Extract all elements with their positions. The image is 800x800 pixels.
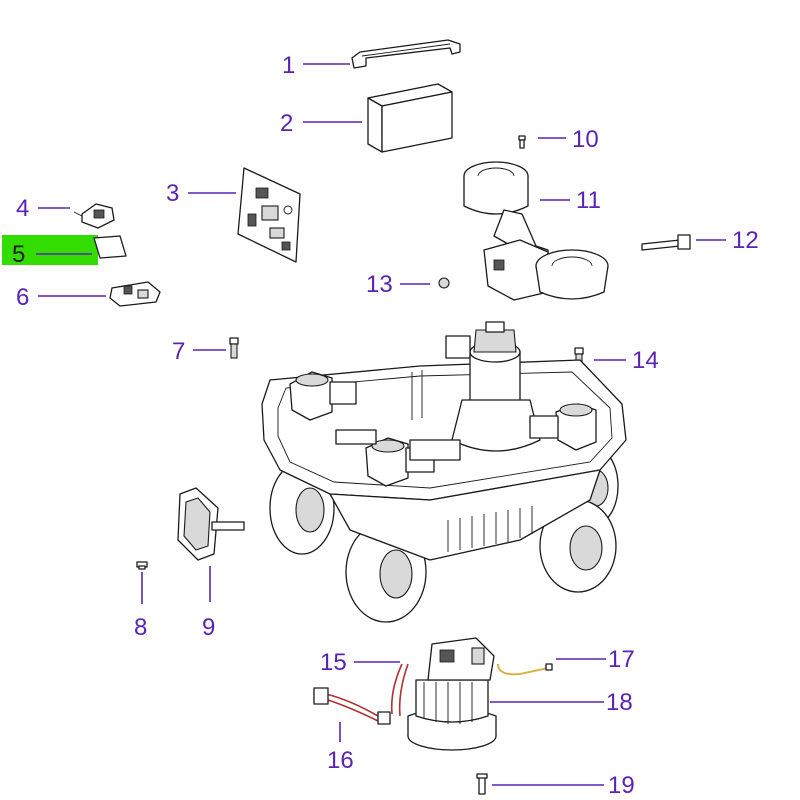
part-15-cable[interactable] xyxy=(390,663,409,717)
motor-mount-rl xyxy=(289,371,357,421)
callout-16[interactable]: 16 xyxy=(327,747,354,774)
part-1-handle[interactable] xyxy=(351,39,461,69)
part-7-screw[interactable] xyxy=(229,337,239,359)
callout-10[interactable]: 10 xyxy=(572,126,599,153)
callout-18[interactable]: 18 xyxy=(606,689,633,716)
motor-mount-rr xyxy=(445,335,471,359)
part-2-battery[interactable] xyxy=(367,83,453,153)
part-8-pin[interactable] xyxy=(136,561,148,570)
part-4-sensor[interactable] xyxy=(73,203,115,229)
callout-1[interactable]: 1 xyxy=(282,52,295,79)
part-9-display[interactable] xyxy=(177,487,245,561)
callout-5[interactable]: 5 xyxy=(12,241,25,268)
part-12-bolt[interactable] xyxy=(641,234,691,251)
part-6-switch[interactable] xyxy=(109,281,161,307)
callout-11[interactable]: 11 xyxy=(576,187,601,214)
callout-7[interactable]: 7 xyxy=(172,338,185,365)
part-5-plate[interactable] xyxy=(93,235,127,259)
part-13-nut[interactable] xyxy=(438,277,450,289)
callout-14[interactable]: 14 xyxy=(632,347,659,374)
part-10-screw[interactable] xyxy=(518,135,526,149)
callout-4[interactable]: 4 xyxy=(16,195,29,222)
chassis-assembly xyxy=(261,321,627,623)
highlight-callout-5 xyxy=(2,235,98,265)
part-18-motor-unit[interactable] xyxy=(407,637,497,751)
part-19-pin[interactable] xyxy=(476,773,488,795)
leader-lines xyxy=(36,63,726,786)
callout-6[interactable]: 6 xyxy=(16,284,29,311)
callout-numbers: 1 2 3 4 5 6 7 8 9 10 11 12 13 14 15 16 1… xyxy=(12,52,759,799)
callout-19[interactable]: 19 xyxy=(608,772,635,799)
callout-3[interactable]: 3 xyxy=(166,180,179,207)
wheel-front-right xyxy=(539,499,617,593)
part-16-harness[interactable] xyxy=(313,687,391,725)
callout-15[interactable]: 15 xyxy=(320,649,347,676)
part-17-wire[interactable] xyxy=(497,663,553,676)
callout-9[interactable]: 9 xyxy=(202,614,215,641)
callout-12[interactable]: 12 xyxy=(732,227,759,254)
callout-2[interactable]: 2 xyxy=(280,110,293,137)
part-11-arm-bracket[interactable] xyxy=(463,161,609,301)
callout-8[interactable]: 8 xyxy=(134,614,147,641)
callout-13[interactable]: 13 xyxy=(366,271,393,298)
part-3-control-board[interactable] xyxy=(237,167,301,263)
callout-17[interactable]: 17 xyxy=(608,646,635,673)
motor-mount-fr xyxy=(529,403,597,451)
vent-grille xyxy=(447,506,533,552)
